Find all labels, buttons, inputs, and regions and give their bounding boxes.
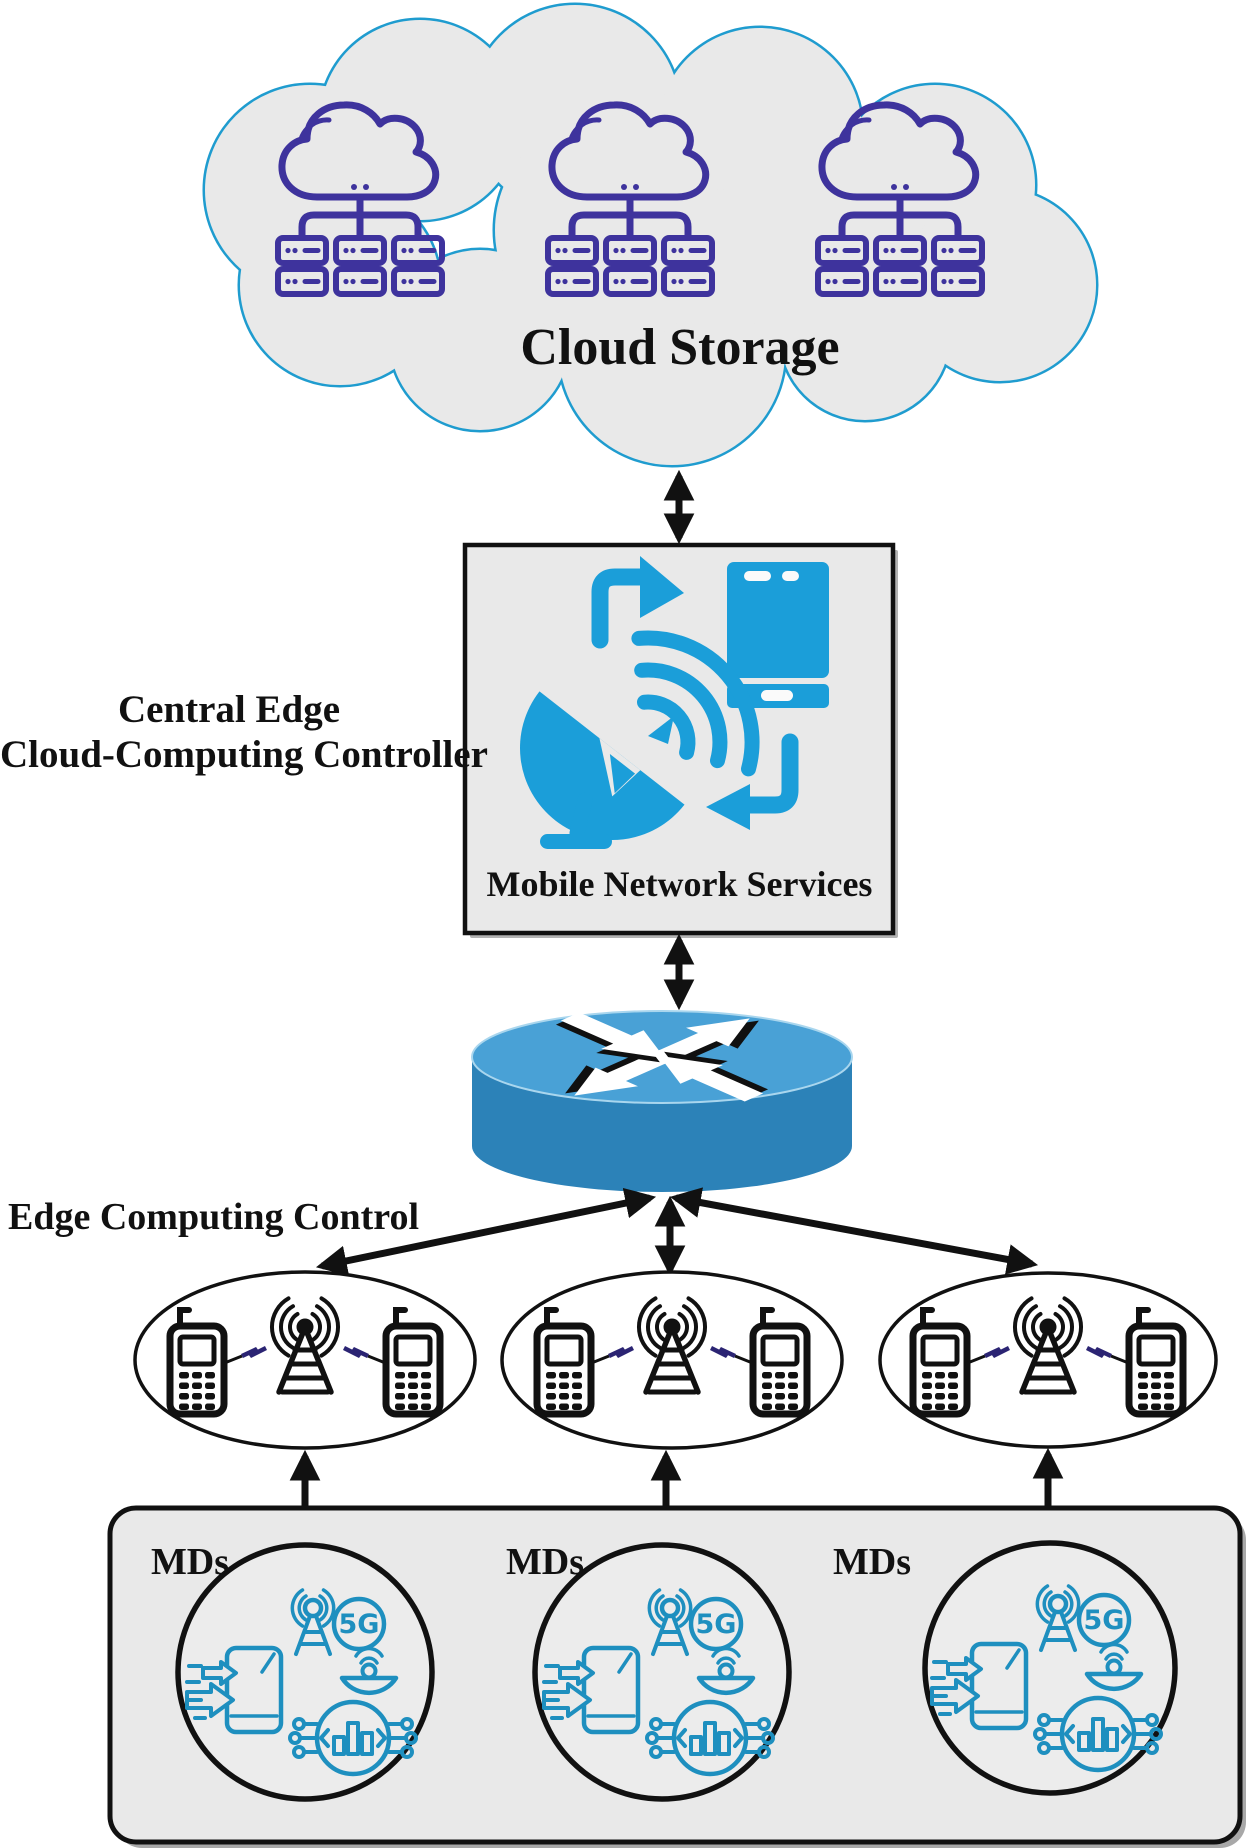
mobile-network-services-label: Mobile Network Services (486, 864, 873, 904)
router-to-basestation-1-arrow (315, 1187, 657, 1277)
md-group-label: MDs (832, 1541, 912, 1583)
edge-computing-control-label: Edge Computing Control (8, 1196, 420, 1238)
satellite-dish-icon (520, 630, 760, 849)
sync-arrow-icon (640, 556, 684, 618)
controller-side-label-line1: Central Edge (117, 688, 341, 731)
sync-arrow-icon (706, 784, 750, 830)
mobile-device-icon (727, 562, 829, 708)
controller-side-label-line2: Cloud-Computing Controller (0, 732, 488, 776)
md-group-label: MDs (150, 1541, 230, 1583)
controller-side-label: Central Edge Cloud-Computing Controller (0, 688, 488, 778)
md-group-label: MDs (505, 1541, 585, 1583)
router-icon (471, 1007, 853, 1192)
router-to-basestation-3-arrow (669, 1187, 1039, 1275)
cloud-storage-label: Cloud Storage (520, 319, 840, 376)
mobile-network-icon (520, 556, 829, 849)
